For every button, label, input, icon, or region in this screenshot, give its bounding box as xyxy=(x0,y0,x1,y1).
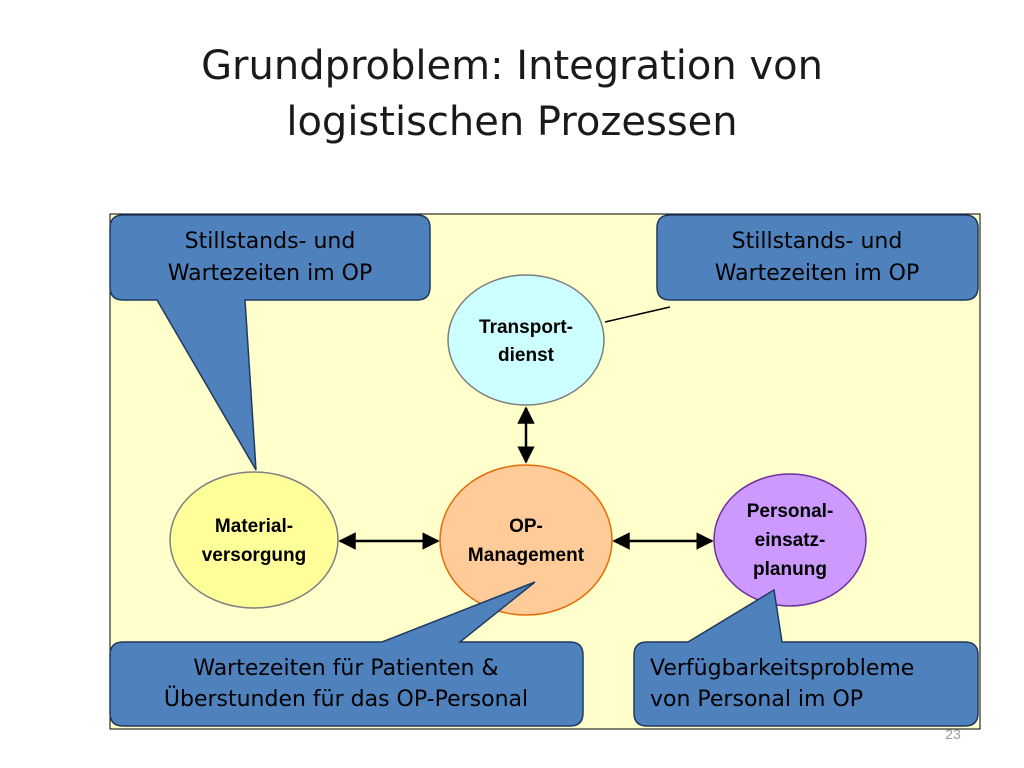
callout-bottom-right xyxy=(633,588,979,727)
node-transport xyxy=(447,274,605,406)
node-personal-label-1: Personal- xyxy=(747,501,834,522)
node-op-label-2: Management xyxy=(468,545,585,566)
callout-top-right-text-1: Stillstands- und xyxy=(732,229,903,254)
callout-top-right-text-2: Wartezeiten im OP xyxy=(715,261,919,286)
callout-bottom-right-text-2: von Personal im OP xyxy=(650,687,863,712)
callout-bottom-left-text-2: Überstunden für das OP-Personal xyxy=(164,686,528,712)
callout-bottom-left-text-1: Wartezeiten für Patienten & xyxy=(193,656,498,681)
callout-top-left-text-2: Wartezeiten im OP xyxy=(168,261,372,286)
callout-top-right xyxy=(656,214,979,301)
node-material-label-1: Material- xyxy=(215,516,293,537)
slide-title: Grundproblem: Integration von logistisch… xyxy=(0,38,1024,150)
callout-bottom-left xyxy=(109,581,584,727)
callout-bottom-right-text-1: Verfügbarkeitsprobleme xyxy=(650,656,914,681)
node-personal xyxy=(713,473,867,607)
callout-top-left-text-1: Stillstands- und xyxy=(185,229,356,254)
node-transport-label-2: dienst xyxy=(498,345,555,366)
slide-title-line-1: Grundproblem: Integration von xyxy=(201,43,823,89)
node-personal-label-3: planung xyxy=(753,559,827,580)
node-transport-label-1: Transport- xyxy=(479,317,573,338)
slide-number: 23 xyxy=(945,726,961,742)
callout-pointer-transport xyxy=(604,306,671,323)
node-material-label-2: versorgung xyxy=(202,545,307,566)
slide-title-line-2: logistischen Prozessen xyxy=(286,99,738,145)
node-personal-label-2: einsatz- xyxy=(755,530,826,551)
node-material xyxy=(169,471,339,609)
node-op-label-1: OP- xyxy=(509,516,543,537)
callout-top-left xyxy=(109,214,431,471)
node-op xyxy=(439,464,613,616)
